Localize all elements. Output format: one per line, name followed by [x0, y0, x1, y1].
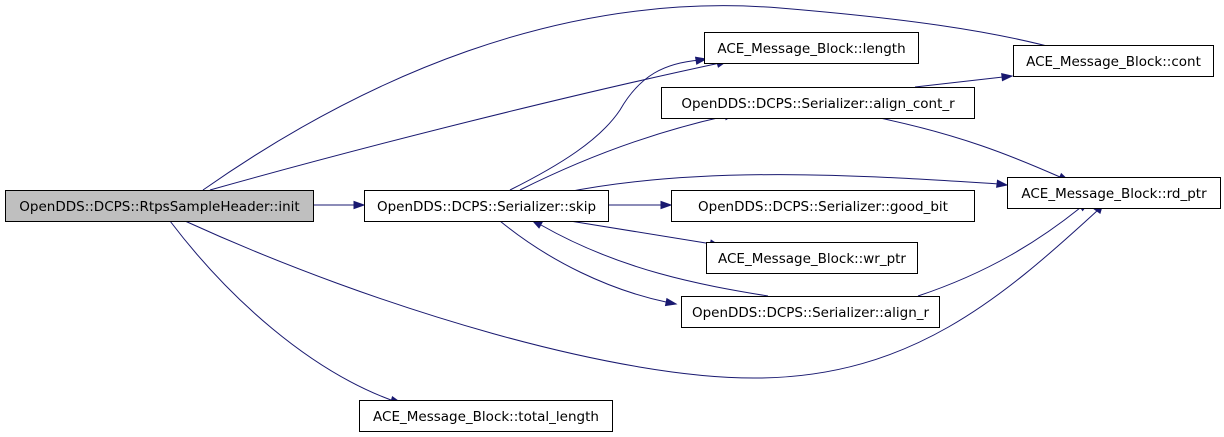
edge-line — [184, 209, 1099, 379]
edge-line — [509, 59, 701, 191]
edge-line — [569, 220, 713, 245]
arrowhead-icon — [996, 179, 1009, 188]
node-label: ACE_Message_Block::length — [717, 41, 905, 57]
edge-line — [917, 207, 1081, 297]
edge-init-to-skip — [313, 200, 366, 210]
node-label: OpenDDS::DCPS::Serializer::align_cont_r — [681, 96, 955, 112]
edge-align_cont_r-to-rd_ptr — [879, 117, 1071, 182]
node-align-cont-r[interactable]: OpenDDS::DCPS::Serializer::align_cont_r — [661, 87, 975, 119]
arrowhead-icon — [1001, 72, 1014, 82]
node-skip[interactable]: OpenDDS::DCPS::Serializer::skip — [364, 190, 609, 222]
node-box — [671, 190, 975, 222]
arrowhead-icon — [664, 297, 678, 307]
node-label: ACE_Message_Block::rd_ptr — [1021, 186, 1207, 202]
edge-skip-to-align_r — [499, 220, 678, 307]
node-box — [359, 400, 613, 432]
node-total-length[interactable]: ACE_Message_Block::total_length — [359, 400, 613, 432]
edge-line — [519, 115, 727, 191]
node-init[interactable]: OpenDDS::DCPS::RtpsSampleHeader::init — [5, 190, 314, 222]
edge-line — [202, 5, 1063, 191]
edge-skip-to-wr_ptr — [569, 220, 722, 248]
node-box — [681, 296, 940, 328]
edge-init-to-length — [209, 59, 729, 191]
node-length[interactable]: ACE_Message_Block::length — [704, 32, 919, 64]
arrowhead-icon — [660, 200, 673, 210]
arrowhead-icon — [694, 56, 708, 65]
node-box — [364, 190, 609, 222]
node-box — [706, 242, 918, 274]
edge-skip-to-length — [509, 56, 708, 191]
edge-line — [169, 220, 392, 401]
node-label: OpenDDS::DCPS::Serializer::align_r — [692, 305, 930, 321]
edge-line — [914, 76, 1004, 88]
node-box — [1007, 177, 1221, 209]
edge-skip-to-align_cont_r — [519, 112, 737, 191]
edge-skip-to-good_bit — [608, 200, 673, 210]
node-good-bit[interactable]: OpenDDS::DCPS::Serializer::good_bit — [671, 190, 975, 222]
node-box — [704, 32, 919, 64]
edge-skip-to-rd_ptr — [561, 174, 1009, 194]
node-box — [5, 190, 314, 222]
node-label: OpenDDS::DCPS::Serializer::good_bit — [698, 199, 948, 215]
edge-line — [209, 62, 721, 191]
node-label: OpenDDS::DCPS::Serializer::skip — [377, 199, 596, 215]
node-align-r[interactable]: OpenDDS::DCPS::Serializer::align_r — [681, 296, 940, 328]
node-box — [661, 87, 975, 119]
edge-init-to-total_length — [169, 220, 403, 405]
node-label: OpenDDS::DCPS::RtpsSampleHeader::init — [19, 199, 299, 215]
node-label: ACE_Message_Block::wr_ptr — [718, 251, 906, 267]
node-rd-ptr[interactable]: ACE_Message_Block::rd_ptr — [1007, 177, 1221, 209]
node-label: ACE_Message_Block::cont — [1026, 54, 1201, 70]
node-cont[interactable]: ACE_Message_Block::cont — [1013, 45, 1214, 77]
edge-line — [879, 117, 1061, 178]
node-wr-ptr[interactable]: ACE_Message_Block::wr_ptr — [706, 242, 918, 274]
edge-line — [499, 220, 667, 303]
node-box — [1013, 45, 1214, 77]
edge-align_cont_r-to-cont — [914, 72, 1014, 88]
edge-init-to-rd_ptr — [184, 201, 1104, 379]
node-label: ACE_Message_Block::total_length — [373, 409, 599, 425]
edge-line — [561, 174, 1000, 194]
arrowhead-icon — [353, 200, 366, 210]
edge-line — [540, 224, 769, 297]
